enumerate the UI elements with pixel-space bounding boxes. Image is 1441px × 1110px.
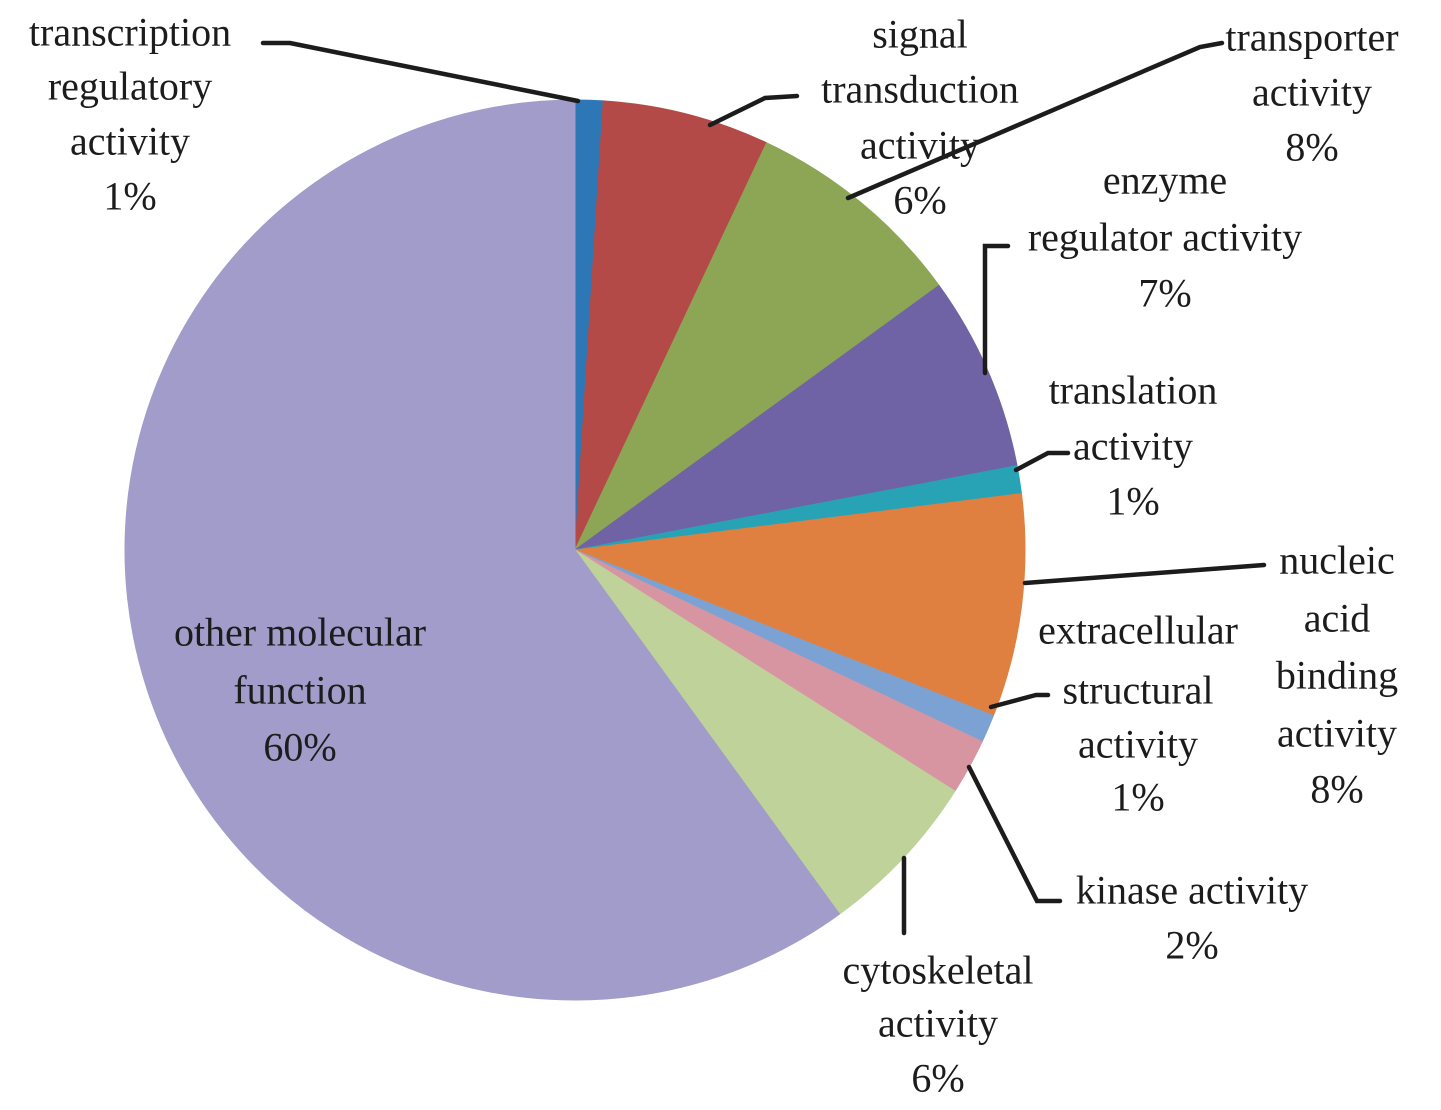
- label-nucleic-acid-binding-activity-line-3: binding: [1276, 653, 1398, 698]
- label-signal-transduction-activity-line-4: 6%: [893, 178, 946, 223]
- leader-line-enzyme-regulator-activity: [982, 243, 1011, 376]
- label-cytoskeletal-activity-line-1: cytoskeletal: [842, 948, 1033, 993]
- label-transcription-regulatory-activity-line-3: activity: [70, 119, 190, 164]
- label-transcription-regulatory-activity: transcription regulatory activity 1%: [29, 10, 231, 219]
- leader-line-transcription-regulatory-activity: [260, 40, 581, 104]
- label-translation-activity-line-1: translation: [1049, 368, 1218, 413]
- label-transcription-regulatory-activity-line-1: transcription: [29, 10, 231, 55]
- label-other-molecular-function-line-2: function: [233, 668, 366, 713]
- leader-line-translation-activity: [1013, 450, 1071, 473]
- label-signal-transduction-activity: signal transduction activity 6%: [821, 12, 1019, 223]
- label-nucleic-acid-binding-activity-line-2: acid: [1304, 596, 1371, 641]
- label-cytoskeletal-activity-line-2: activity: [878, 1001, 998, 1046]
- pie-slice-transporter-activity: [574, 142, 940, 551]
- pie-slice-signal-transduction-activity: [574, 100, 768, 551]
- pie-slice-other-molecular-function: [124, 99, 841, 1001]
- label-cytoskeletal-activity-line-3: 6%: [911, 1056, 964, 1101]
- label-extracellular-structural-activity-line-3: activity: [1078, 722, 1198, 767]
- label-other-molecular-function-line-3: 60%: [263, 725, 336, 770]
- leader-lines: [260, 40, 1267, 936]
- label-translation-activity-line-3: 1%: [1106, 479, 1159, 524]
- slice-labels: transcription regulatory activity 1% signal t…: [29, 10, 1399, 1101]
- label-kinase-activity-line-2: 2%: [1165, 923, 1218, 968]
- label-transporter-activity-line-1: transporter: [1225, 15, 1398, 60]
- label-signal-transduction-activity-line-2: transduction: [821, 67, 1019, 112]
- label-kinase-activity-line-1: kinase activity: [1076, 868, 1308, 913]
- label-nucleic-acid-binding-activity: nucleic acid binding activity 8%: [1276, 538, 1398, 812]
- label-enzyme-regulator-activity-line-1: enzyme: [1103, 158, 1227, 203]
- label-extracellular-structural-activity-line-2: structural: [1062, 668, 1213, 713]
- leader-line-signal-transduction-activity: [707, 93, 800, 128]
- label-enzyme-regulator-activity-line-2: regulator activity: [1028, 215, 1302, 260]
- label-transporter-activity-line-3: 8%: [1285, 125, 1338, 170]
- pie-slices: [124, 99, 1026, 1001]
- label-transcription-regulatory-activity-line-2: regulatory: [48, 64, 212, 109]
- label-transporter-activity-line-2: activity: [1252, 70, 1372, 115]
- label-enzyme-regulator-activity-line-3: 7%: [1138, 271, 1191, 316]
- label-other-molecular-function: other molecular function 60%: [174, 610, 426, 770]
- pie-slice-nucleic-acid-binding-activity: [574, 493, 1026, 717]
- label-nucleic-acid-binding-activity-line-1: nucleic: [1279, 538, 1395, 583]
- label-cytoskeletal-activity: cytoskeletal activity 6%: [842, 948, 1033, 1101]
- leader-line-transporter-activity: [845, 40, 1225, 201]
- label-signal-transduction-activity-line-1: signal: [872, 12, 968, 57]
- leader-line-nucleic-acid-binding-activity: [1022, 562, 1267, 586]
- leader-line-kinase-activity: [966, 764, 1063, 904]
- label-translation-activity-line-2: activity: [1073, 424, 1193, 469]
- label-extracellular-structural-activity-line-1: extracellular: [1038, 608, 1238, 653]
- label-enzyme-regulator-activity: enzyme regulator activity 7%: [1028, 158, 1302, 316]
- label-kinase-activity: kinase activity 2%: [1076, 868, 1308, 968]
- label-extracellular-structural-activity: extracellular structural activity 1%: [1038, 608, 1238, 820]
- leader-line-extracellular-structural-activity: [988, 692, 1051, 710]
- label-transcription-regulatory-activity-line-4: 1%: [103, 174, 156, 219]
- label-transporter-activity: transporter activity 8%: [1225, 15, 1398, 170]
- label-extracellular-structural-activity-line-4: 1%: [1111, 775, 1164, 820]
- pie-slice-enzyme-regulator-activity: [574, 284, 1018, 551]
- label-nucleic-acid-binding-activity-line-5: 8%: [1310, 767, 1363, 812]
- label-signal-transduction-activity-line-3: activity: [860, 123, 980, 168]
- label-translation-activity: translation activity 1%: [1049, 368, 1218, 524]
- label-other-molecular-function-line-1: other molecular: [174, 610, 426, 655]
- label-nucleic-acid-binding-activity-line-4: activity: [1277, 711, 1397, 756]
